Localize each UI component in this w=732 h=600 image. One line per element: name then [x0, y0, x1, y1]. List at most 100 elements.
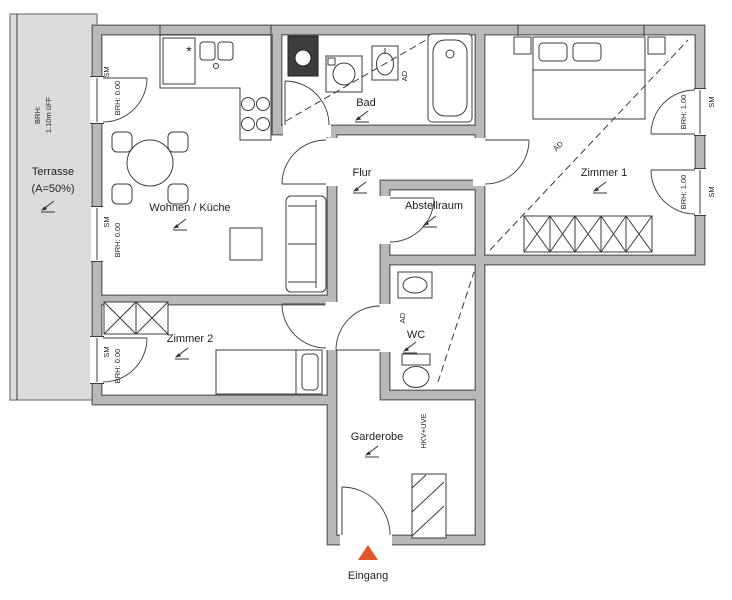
window-swing-zimmer1-upper	[650, 89, 696, 135]
door-wohnen	[281, 139, 327, 185]
label-terrasse-area: (A=50%)	[31, 183, 74, 195]
brh-terrasse-line1: BRH:	[33, 106, 42, 124]
stove-burner	[241, 97, 255, 111]
doors	[102, 77, 696, 536]
bathtub-drain	[445, 49, 455, 59]
vanity-basin	[294, 49, 312, 67]
level-arrow	[174, 347, 190, 360]
furniture-garderobe	[411, 473, 447, 539]
nightstand	[647, 36, 666, 55]
pillow	[301, 353, 319, 391]
stove-burner	[256, 97, 270, 111]
door-abstellraum	[389, 197, 435, 243]
label-garderobe: Garderobe	[351, 431, 404, 443]
washing-machine-drum	[332, 62, 356, 86]
toilet-bowl	[402, 366, 430, 388]
hkv-cabinet	[411, 473, 447, 539]
sm-label: SM	[707, 96, 716, 107]
toilet-tank	[401, 353, 431, 366]
label-wc: WC	[407, 329, 425, 341]
coffee-table	[229, 227, 263, 261]
window-zimmer1-lower	[694, 168, 706, 216]
ad-label-bad: AD	[400, 70, 409, 81]
stove-burner	[256, 117, 270, 131]
brh-000-label: BRH: 0.00	[113, 349, 122, 384]
label-terrasse: Terrasse	[32, 166, 74, 178]
pillow	[572, 42, 602, 62]
window-terrace-door	[90, 76, 104, 124]
chair	[167, 183, 189, 205]
wardrobe-cross-lines	[523, 215, 653, 253]
sink-faucet	[213, 63, 219, 69]
brh-terrasse-line2: 1.10m üFF	[44, 96, 53, 133]
terrace-area	[9, 13, 98, 401]
dashed-ad-lines	[285, 39, 689, 383]
label-abstellraum: Abstellraum	[405, 200, 463, 212]
furniture-kitchen	[111, 34, 327, 293]
ad-label-zimmer1: AD	[551, 139, 565, 153]
level-arrow	[364, 445, 380, 458]
door-eingang	[341, 486, 391, 536]
top-wall-window-ticks	[159, 25, 645, 36]
windows	[90, 25, 706, 384]
brh-100-label: BRH: 1.00	[679, 95, 688, 130]
annotations: BRH: 1.10m üFF SM BRH: 0.00 SM BRH: 0.00…	[33, 66, 716, 448]
brh-000-label: BRH: 0.00	[113, 81, 122, 116]
bathtub-inner	[432, 39, 468, 117]
sm-label: SM	[707, 186, 716, 197]
level-arrow	[352, 181, 368, 194]
door-zimmer1	[484, 139, 530, 185]
window-left-middle	[91, 206, 103, 262]
chair	[167, 131, 189, 153]
furniture-wc	[397, 271, 433, 388]
sofa-cushions	[288, 200, 317, 288]
label-zimmer-2: Zimmer 2	[167, 333, 213, 345]
fridge	[162, 37, 196, 85]
sink-bowl-right	[217, 41, 234, 61]
sm-label: SM	[102, 66, 111, 77]
label-flur: Flur	[353, 167, 372, 179]
furniture-bad	[287, 33, 473, 123]
level-arrow	[592, 181, 608, 194]
dishwasher-mark: *	[186, 43, 192, 59]
sm-label: SM	[102, 216, 111, 227]
label-bad: Bad	[356, 97, 376, 109]
ad-label-wc: AD	[398, 312, 407, 323]
dining-table	[126, 139, 174, 187]
door-terrace	[102, 77, 148, 123]
wardrobe-cross-lines	[103, 301, 169, 335]
hkv-uve-label: HKV+UVE	[419, 413, 428, 448]
level-arrow	[354, 110, 370, 123]
window-swing-zimmer2	[102, 337, 148, 383]
wc-washbasin-bowl	[402, 276, 428, 294]
label-eingang: Eingang	[348, 570, 388, 582]
brh-100-label: BRH: 1.00	[679, 175, 688, 210]
stove-burner	[241, 117, 255, 131]
entrance-triangle-icon	[358, 545, 378, 560]
pillow	[538, 42, 568, 62]
washing-machine-panel	[327, 57, 336, 66]
level-arrow	[172, 218, 188, 231]
terrace	[9, 13, 98, 401]
door-bad	[284, 80, 330, 126]
nightstand	[513, 36, 532, 55]
label-wohnen-kueche: Wohnen / Küche	[149, 202, 230, 214]
labels: Terrasse (A=50%) Wohnen / Küche Bad Flur…	[31, 43, 627, 582]
label-zimmer-1: Zimmer 1	[581, 167, 627, 179]
ad-line-wc	[437, 271, 475, 383]
window-zimmer1-upper	[694, 88, 706, 136]
door-zimmer2	[281, 303, 327, 349]
ad-line-bad	[285, 39, 427, 122]
chair	[111, 183, 133, 205]
chair	[111, 131, 133, 153]
door-wc	[335, 305, 381, 351]
hkv-cabinet-hatch	[411, 474, 445, 537]
furniture-zimmer2	[103, 301, 323, 395]
brh-000-label: BRH: 0.00	[113, 223, 122, 258]
level-arrow	[402, 341, 418, 354]
entrance-marker	[358, 545, 378, 560]
ad-line-zimmer1	[489, 39, 689, 251]
sm-label: SM	[102, 346, 111, 357]
